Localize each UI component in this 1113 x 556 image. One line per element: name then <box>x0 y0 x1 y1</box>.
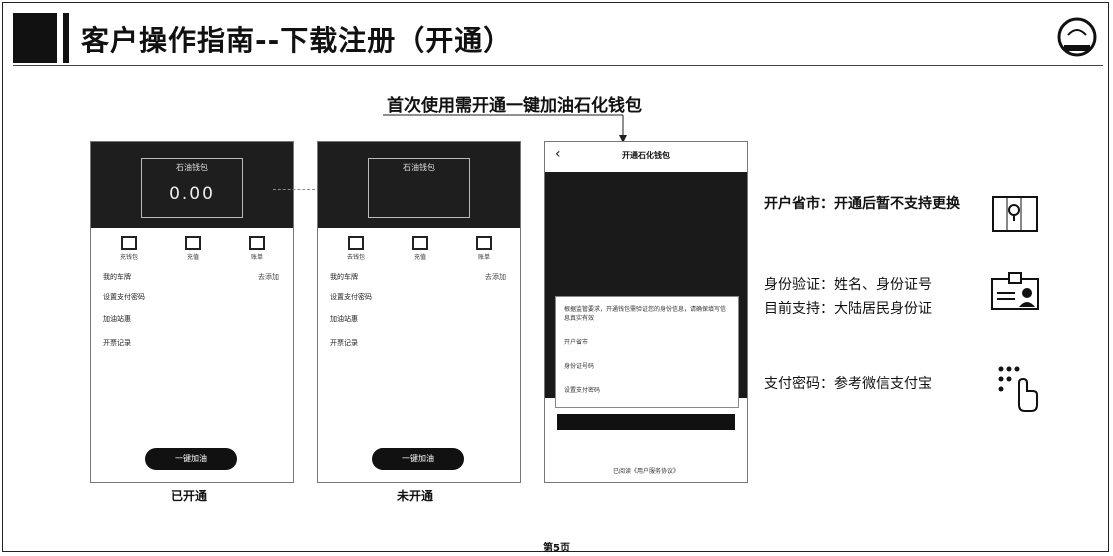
phone-not-activated: 石油钱包 去钱包 充值 账单 我的车牌 去添加 设置支付密码 加油站惠 开票记录… <box>317 141 521 483</box>
wallet-balance: 0.00 <box>169 184 215 204</box>
modal-notice: 根据监管要求，开通钱包需验证您的身份信息，请确保填写信息真实有效 <box>564 306 727 322</box>
one-tap-refuel-button[interactable]: 一键加油 <box>372 448 464 470</box>
wallet-header: 石油钱包 0.00 <box>91 142 293 228</box>
menu-item-stations[interactable]: 加油站惠 <box>330 315 358 323</box>
quick-action-label: 账单 <box>477 254 490 261</box>
slide-header: 客户操作指南--下载注册（开通） <box>3 3 1108 66</box>
subtitle: 首次使用需开通一键加油石化钱包 <box>387 96 642 116</box>
province-note: 开户省市：开通后暂不支持更换 <box>764 196 960 212</box>
connector-arrow <box>383 114 627 143</box>
id-card-icon <box>991 272 1039 310</box>
divider-dash <box>273 189 315 190</box>
recharge-icon[interactable] <box>412 236 428 250</box>
keypad-hand-icon <box>998 366 1038 412</box>
next-button[interactable] <box>557 414 735 430</box>
quick-action-label: 账单 <box>250 254 263 261</box>
identity-support-note: 目前支持：大陆居民身份证 <box>764 301 932 317</box>
quick-actions: 去钱包 充值 账单 <box>318 228 520 266</box>
quick-action-label: 充钱包 <box>119 254 138 261</box>
menu-item-invoices[interactable]: 开票记录 <box>103 339 131 347</box>
row-province[interactable]: 开户省市 <box>564 339 589 346</box>
phone-open-wallet: ‹ 开通石化钱包 根据监管要求，开通钱包需验证您的身份信息，请确保填写信息真实有… <box>544 141 748 483</box>
row-id-number[interactable]: 身份证号码 <box>564 363 595 370</box>
one-tap-refuel-button[interactable]: 一键加油 <box>145 448 237 470</box>
header-divider <box>13 65 1103 66</box>
menu-item-password[interactable]: 设置支付密码 <box>103 293 145 301</box>
sinopec-logo-icon <box>1057 17 1097 57</box>
wallet-icon[interactable] <box>121 236 137 250</box>
header-accent-bar <box>63 13 69 63</box>
open-wallet-nav: ‹ 开通石化钱包 <box>545 142 747 173</box>
wallet-card-title: 石油钱包 <box>403 163 435 172</box>
quick-actions: 充钱包 充值 账单 <box>91 228 293 266</box>
phone-label-not-activated: 未开通 <box>397 489 434 503</box>
row-pay-password[interactable]: 设置支付密码 <box>564 387 601 394</box>
phone-activated: 石油钱包 0.00 充钱包 充值 账单 我的车牌 去添加 设置支付密码 加油站惠… <box>90 141 294 483</box>
bill-icon[interactable] <box>249 236 265 250</box>
bill-icon[interactable] <box>476 236 492 250</box>
quick-action-label: 充值 <box>413 254 426 261</box>
quick-action-label: 充值 <box>186 254 199 261</box>
menu-item-plate[interactable]: 我的车牌 <box>103 273 131 281</box>
wallet-header: 石油钱包 <box>318 142 520 228</box>
menu-item-plate-action[interactable]: 去添加 <box>258 273 279 281</box>
wallet-icon[interactable] <box>348 236 364 250</box>
modal-overlay: 根据监管要求，开通钱包需验证您的身份信息，请确保填写信息真实有效 开户省市 身份… <box>545 172 747 408</box>
slide-title: 客户操作指南--下载注册（开通） <box>81 24 513 57</box>
wallet-card[interactable]: 石油钱包 0.00 <box>141 158 243 218</box>
menu-item-password[interactable]: 设置支付密码 <box>330 293 372 301</box>
recharge-icon[interactable] <box>185 236 201 250</box>
back-chevron-icon[interactable]: ‹ <box>555 146 561 162</box>
map-icon <box>992 196 1038 232</box>
open-wallet-title: 开通石化钱包 <box>622 151 670 160</box>
page-number: 第5页 <box>543 543 570 554</box>
agreement-link[interactable]: 已阅读《用户服务协议》 <box>612 468 679 475</box>
wallet-card[interactable]: 石油钱包 <box>368 158 470 218</box>
menu-item-plate[interactable]: 我的车牌 <box>330 273 358 281</box>
identity-note: 身份验证：姓名、身份证号 <box>764 277 932 293</box>
quick-action-label: 去钱包 <box>346 254 365 261</box>
menu-item-plate-action[interactable]: 去添加 <box>485 273 506 281</box>
header-accent-block <box>13 13 57 63</box>
verification-modal: 根据监管要求，开通钱包需验证您的身份信息，请确保填写信息真实有效 开户省市 身份… <box>555 296 739 408</box>
wallet-card-title: 石油钱包 <box>176 163 208 172</box>
menu-item-stations[interactable]: 加油站惠 <box>103 315 131 323</box>
password-note: 支付密码：参考微信支付宝 <box>764 376 932 392</box>
menu-item-invoices[interactable]: 开票记录 <box>330 339 358 347</box>
phone-label-activated: 已开通 <box>171 489 208 503</box>
